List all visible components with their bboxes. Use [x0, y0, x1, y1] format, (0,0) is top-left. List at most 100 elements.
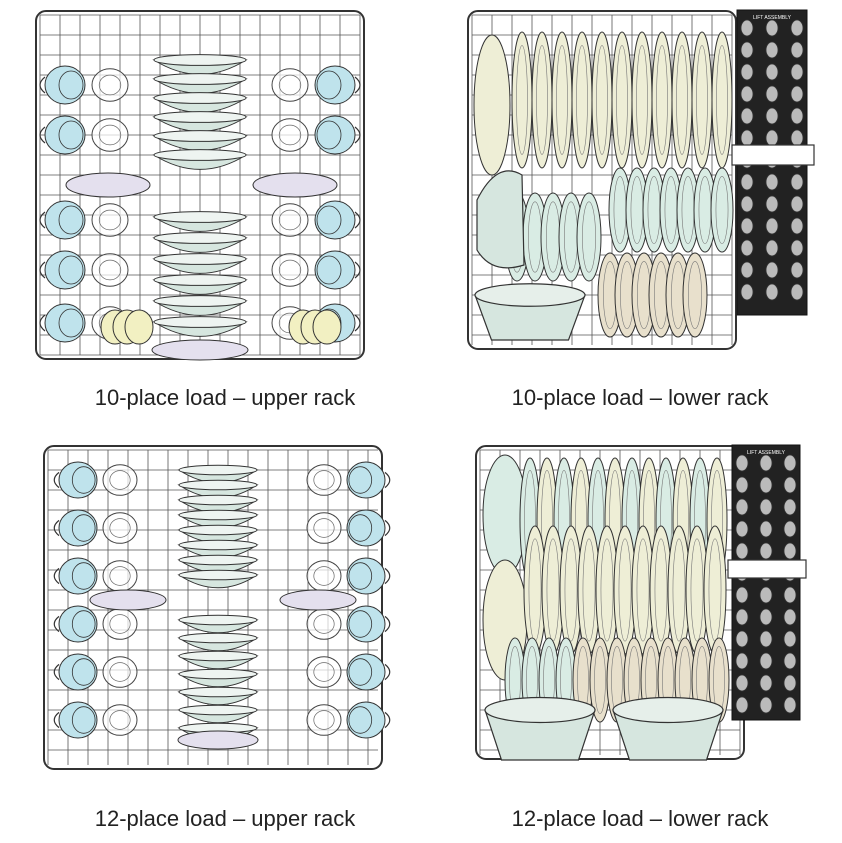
- bowl-stack: [177, 464, 259, 589]
- cup-rim: [58, 308, 84, 338]
- utensil-head-icon: [759, 454, 773, 472]
- caption-lower-rack-12: 12-place load – lower rack: [511, 806, 769, 831]
- glass-inner: [278, 259, 302, 281]
- glass-inner: [98, 124, 122, 146]
- glass-icon: [91, 118, 129, 152]
- cup-handle: [53, 567, 60, 585]
- plate-outline: [576, 192, 602, 282]
- glass-inner: [278, 209, 302, 231]
- cup-icon: [39, 303, 86, 343]
- cup-icon: [314, 65, 361, 105]
- cup-handle: [384, 519, 391, 537]
- cup-rim: [71, 706, 96, 734]
- plate-outline: [511, 31, 533, 169]
- cup-body: [346, 509, 386, 547]
- glass-icon: [271, 253, 309, 287]
- utensil-head-icon: [740, 41, 754, 59]
- large-bowl-rim: [474, 283, 586, 307]
- cup-handle: [39, 76, 46, 94]
- utensil-head-icon: [765, 63, 779, 81]
- lower-rack-12-diagram: LIFT ASSEMBLY: [475, 444, 807, 761]
- plate-inner: [616, 45, 628, 155]
- glass-icon: [102, 464, 138, 496]
- utensil-head-icon: [783, 498, 797, 516]
- utensil-head-icon: [735, 542, 749, 560]
- glass-inner: [98, 74, 122, 96]
- bowl-rim: [153, 211, 247, 223]
- saucer-icon: [89, 589, 167, 611]
- cup-rim: [316, 120, 342, 150]
- plate-inner: [716, 45, 728, 155]
- bowl-rim: [178, 509, 258, 521]
- glass-outline: [271, 118, 309, 152]
- utensil-head-icon: [790, 107, 804, 125]
- glass-inner: [98, 259, 122, 281]
- plate-inner: [688, 261, 702, 329]
- cup-rim: [316, 70, 342, 100]
- utensil-head-icon: [740, 261, 754, 279]
- bowl-rim: [178, 650, 258, 662]
- utensil-head-icon: [783, 652, 797, 670]
- utensil-head-icon: [790, 129, 804, 147]
- cup-handle: [53, 519, 60, 537]
- utensil-head-icon: [740, 19, 754, 37]
- cup-rim: [348, 658, 373, 686]
- plate-inner: [582, 538, 596, 642]
- utensil-head-icon: [740, 173, 754, 191]
- utensil-head-icon: [740, 129, 754, 147]
- silverware-basket: LIFT ASSEMBLY: [731, 444, 801, 721]
- cup-rim: [71, 658, 96, 686]
- basket-label: LIFT ASSEMBLY: [747, 450, 786, 456]
- utensil-head-icon: [759, 630, 773, 648]
- utensil-head-icon: [735, 476, 749, 494]
- cup-rim: [316, 255, 342, 285]
- glass-icon: [271, 203, 309, 237]
- cup-handle: [53, 663, 60, 681]
- cup-icon: [346, 653, 391, 691]
- glass-inner: [109, 662, 131, 682]
- cup-handle: [53, 615, 60, 633]
- basket-label: LIFT ASSEMBLY: [753, 15, 792, 21]
- cup-icon: [53, 605, 98, 643]
- utensil-head-icon: [759, 608, 773, 626]
- cup-icon: [39, 115, 86, 155]
- glass-icon: [271, 118, 309, 152]
- plate-icon: [691, 31, 713, 169]
- utensil-head-icon: [790, 261, 804, 279]
- glass-inner: [109, 518, 131, 538]
- glass-outline: [306, 512, 342, 544]
- bowl-rim: [178, 494, 258, 506]
- glass-outline: [102, 608, 138, 640]
- glass-outline: [91, 68, 129, 102]
- cup-icon: [53, 701, 98, 739]
- glass-outline: [306, 656, 342, 688]
- bowl-rim: [178, 524, 258, 536]
- utensil-head-icon: [735, 454, 749, 472]
- bowl-rim: [153, 130, 247, 142]
- plate-icon: [540, 192, 566, 282]
- bowl-stack: [177, 614, 259, 742]
- glass-icon: [102, 512, 138, 544]
- cup-icon: [346, 557, 391, 595]
- cup-rim: [348, 562, 373, 590]
- utensil-head-icon: [783, 454, 797, 472]
- cup-body: [346, 461, 386, 499]
- bowl-rim: [153, 111, 247, 123]
- cup-icon: [53, 557, 98, 595]
- glass-icon: [306, 560, 342, 592]
- cup-handle: [354, 126, 361, 144]
- plate-icon: [693, 167, 717, 253]
- large-bowl-icon: [484, 696, 596, 761]
- cup-rim: [71, 562, 96, 590]
- cup-body: [314, 200, 356, 240]
- utensil-head-icon: [735, 630, 749, 648]
- plate-icon: [541, 525, 565, 655]
- plate-outline: [710, 167, 734, 253]
- utensil-head-icon: [783, 586, 797, 604]
- cup-rim: [348, 466, 373, 494]
- bowl-rim: [178, 614, 258, 626]
- cup-icon: [346, 701, 391, 739]
- utensil-head-icon: [759, 520, 773, 538]
- caption-upper-rack-12: 12-place load – upper rack: [94, 806, 356, 831]
- cup-rim: [71, 466, 96, 494]
